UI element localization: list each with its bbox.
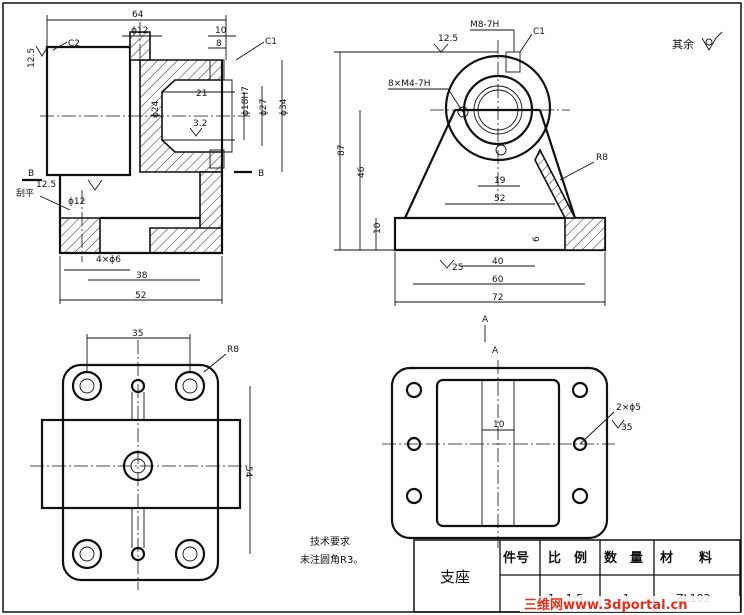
ra-25: 25 [452,263,463,273]
front-view: M8-7H C1 12.5 8×M4-7H 87 46 10 19 52 6 2… [334,20,608,306]
dim-phi27: ϕ27 [259,99,269,116]
chamfer-c1-top: C1 [265,37,277,47]
dim-phi18h7: ϕ18H7 [241,86,251,116]
bottom-view-a: A A 10 2×ϕ5 35 [382,315,641,548]
watermark: 三维网www.3dportal.cn [524,597,687,613]
dim-40: 40 [492,257,504,267]
header-scale: 比 例 [548,550,587,566]
dim-72: 72 [492,293,503,303]
note-spotface: 刮平 [16,187,34,199]
dim-8xm4-7h: 8×M4-7H [388,79,431,89]
dim-54: 54 [243,466,253,478]
top-view: 35 R8 54 [30,329,253,590]
dim-60: 60 [492,275,504,285]
dim-10-front: 10 [373,222,383,234]
dim-38: 38 [136,271,148,281]
header-quantity: 数 量 [604,550,643,566]
dim-phi34: ϕ34 [279,98,289,116]
view-a-label: A [492,346,499,356]
label-r8: R8 [227,345,239,355]
surface-rest-label: 其余 [672,37,694,51]
dim-6: 6 [532,236,542,242]
dim-10: 10 [215,26,227,36]
dim-46: 46 [357,166,367,178]
dim-phi12-top: ϕ12 [131,26,148,36]
header-part-no: 件号 [503,550,529,566]
dim-8: 8 [216,39,222,49]
dim-52-front: 52 [494,194,505,204]
dim-m8-7h: M8-7H [470,20,499,30]
label-r8-front: R8 [596,153,608,163]
tech-req-line: 未注圆角R3。 [300,553,363,566]
header-material: 材 料 [660,550,712,566]
chamfer-c1-front: C1 [533,27,545,37]
chamfer-c2: C2 [68,39,80,49]
side-section-view: 64 ϕ12 10 8 C1 C2 12.5 21 ϕ24 3.2 ϕ18H7 … [16,10,289,304]
dim-87: 87 [337,145,347,156]
section-b-right: B [258,169,264,179]
view-a-arrow-label: A [482,315,489,325]
section-b-left: B [28,169,34,179]
dim-phi12-left: ϕ12 [68,197,85,207]
ra-3-2: 3.2 [193,119,207,129]
dim-21: 21 [196,89,207,99]
dim-4xphi6: 4×ϕ6 [96,255,121,265]
dim-64: 64 [132,10,144,20]
dim-2xphi5: 2×ϕ5 [616,403,641,413]
technical-requirements: 技术要求 未注圆角R3。 [300,535,363,566]
ra-12-5-front: 12.5 [438,34,458,44]
dim-35-small: 35 [621,423,632,433]
ra-12-5-small: 12.5 [36,180,56,190]
ra-12-5-left: 12.5 [27,48,37,68]
dim-phi24: ϕ24 [151,100,161,118]
part-name: 支座 [440,568,470,586]
dim-19: 19 [494,176,506,186]
dim-52-left: 52 [135,291,146,301]
dim-10-bottom: 10 [493,420,505,430]
dim-35: 35 [132,329,143,339]
tech-req-title: 技术要求 [310,535,350,548]
surface-roughness-note: 其余 [672,31,723,51]
